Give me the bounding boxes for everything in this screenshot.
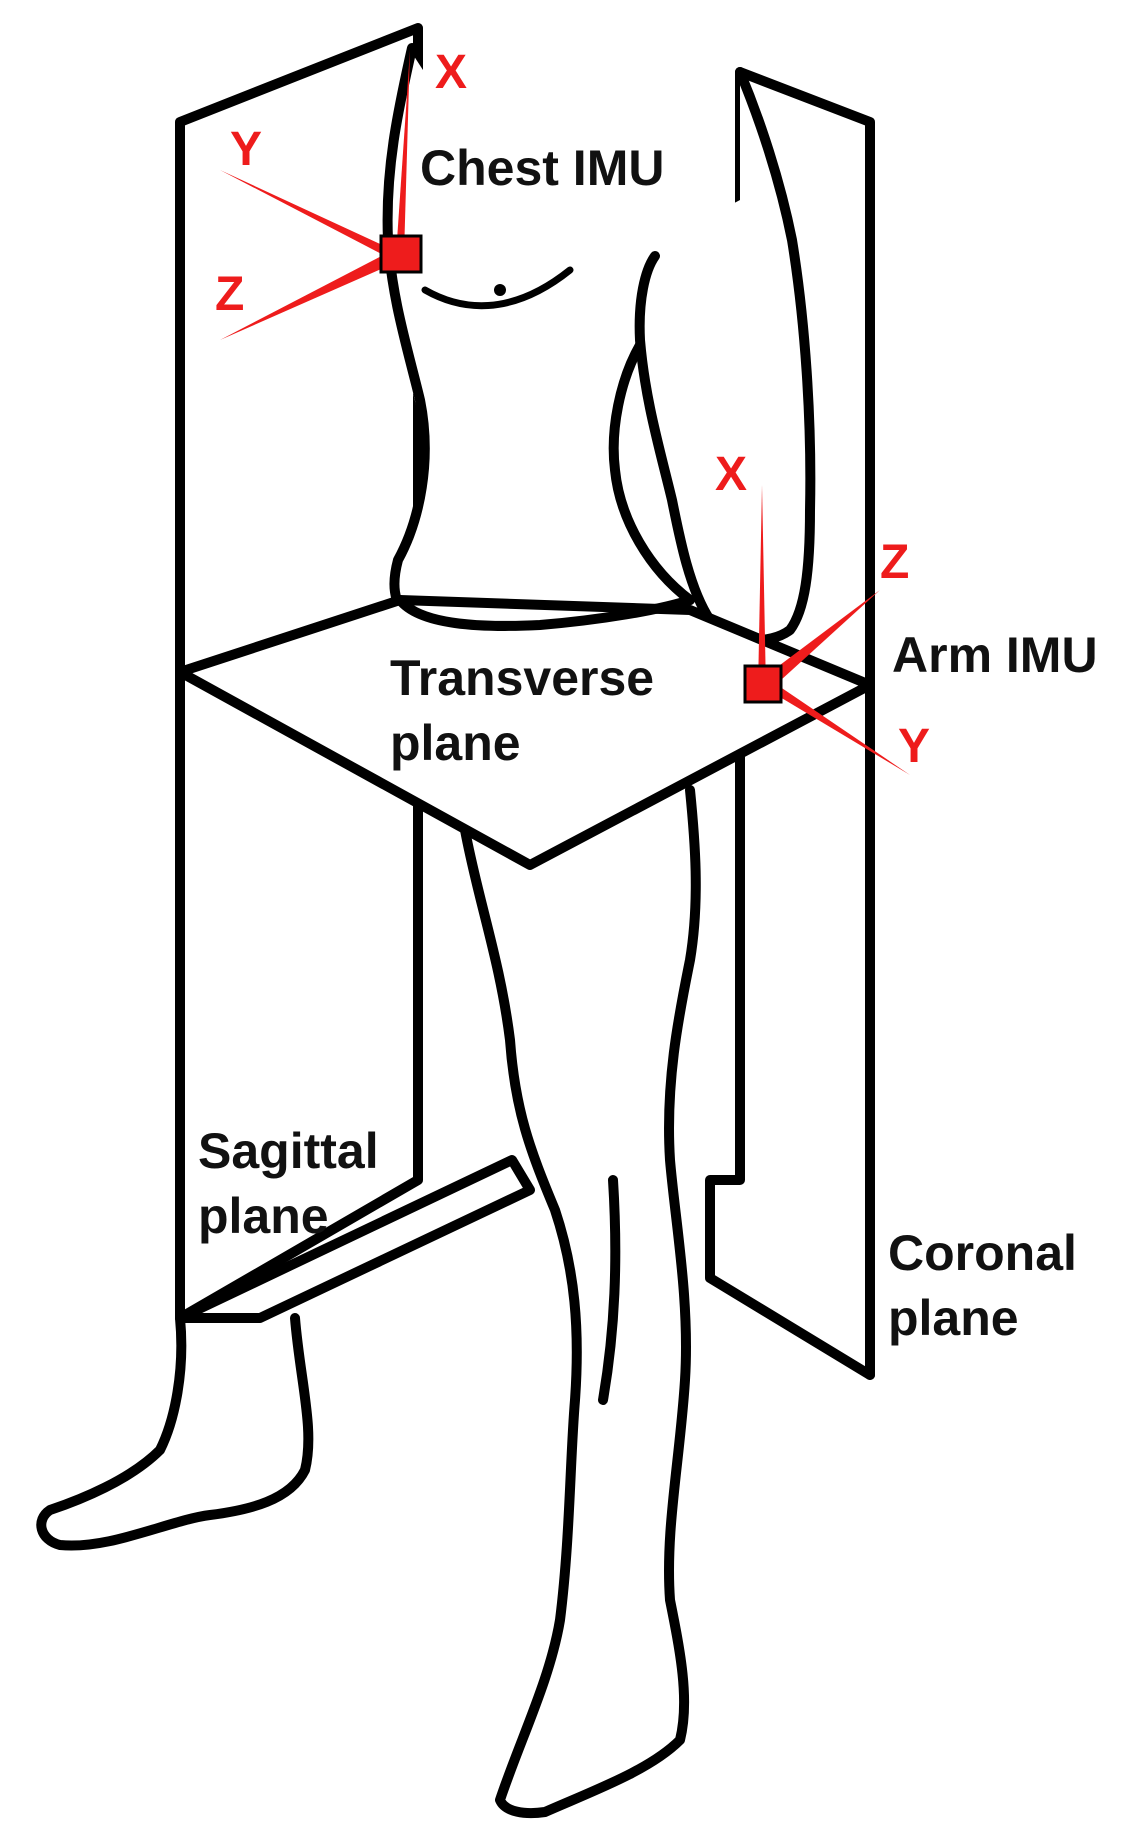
arm-y-axis [760,680,910,775]
arm-x-axis [758,485,766,690]
left-leg-outer-outline [460,785,701,1819]
chest-z-label: Z [215,268,244,321]
arm-x-label: X [715,448,747,501]
chest-curve [421,266,574,310]
arm-imu-sensor: X Z Y [715,448,930,775]
transverse-plane [175,595,875,870]
sagittal-plane-label-line2: plane [198,1188,329,1244]
arm-z-label: Z [880,536,909,589]
transverse-plane-label-line2: plane [390,715,521,771]
coronal-plane-label-line2: plane [888,1290,1019,1346]
coronal-plane-label-line1: Coronal [888,1225,1077,1281]
legs [36,785,701,1819]
chest-imu-sensor: X Y Z [215,46,467,340]
left-foot-outline [36,1313,314,1551]
chest-z-axis [220,250,397,340]
arm-z-axis [760,590,880,690]
chest-y-label: Y [230,123,262,176]
arm-imu-label: Arm IMU [892,627,1098,683]
waist-outline [608,340,695,605]
sagittal-plane-lower-wedge [175,1155,535,1323]
torso-left-outline [382,43,430,623]
right-leg-inner-outline [598,1175,621,1405]
chest-y-axis [220,170,397,262]
waist-bottom-outline [395,595,695,631]
chest-imu-label: Chest IMU [420,140,664,196]
transverse-plane-label-line1: Transverse [390,650,654,706]
chest-sensor-square-icon [379,234,423,274]
sagittal-plane-label-line1: Sagittal [198,1123,379,1179]
chest-x-label: X [435,46,467,99]
torso-silhouette [387,50,812,640]
chest-x-axis [396,50,410,255]
arm-outline [634,67,816,646]
navel-icon [494,284,506,296]
arm-y-label: Y [898,720,930,773]
arm-sensor-square-icon [743,664,783,704]
